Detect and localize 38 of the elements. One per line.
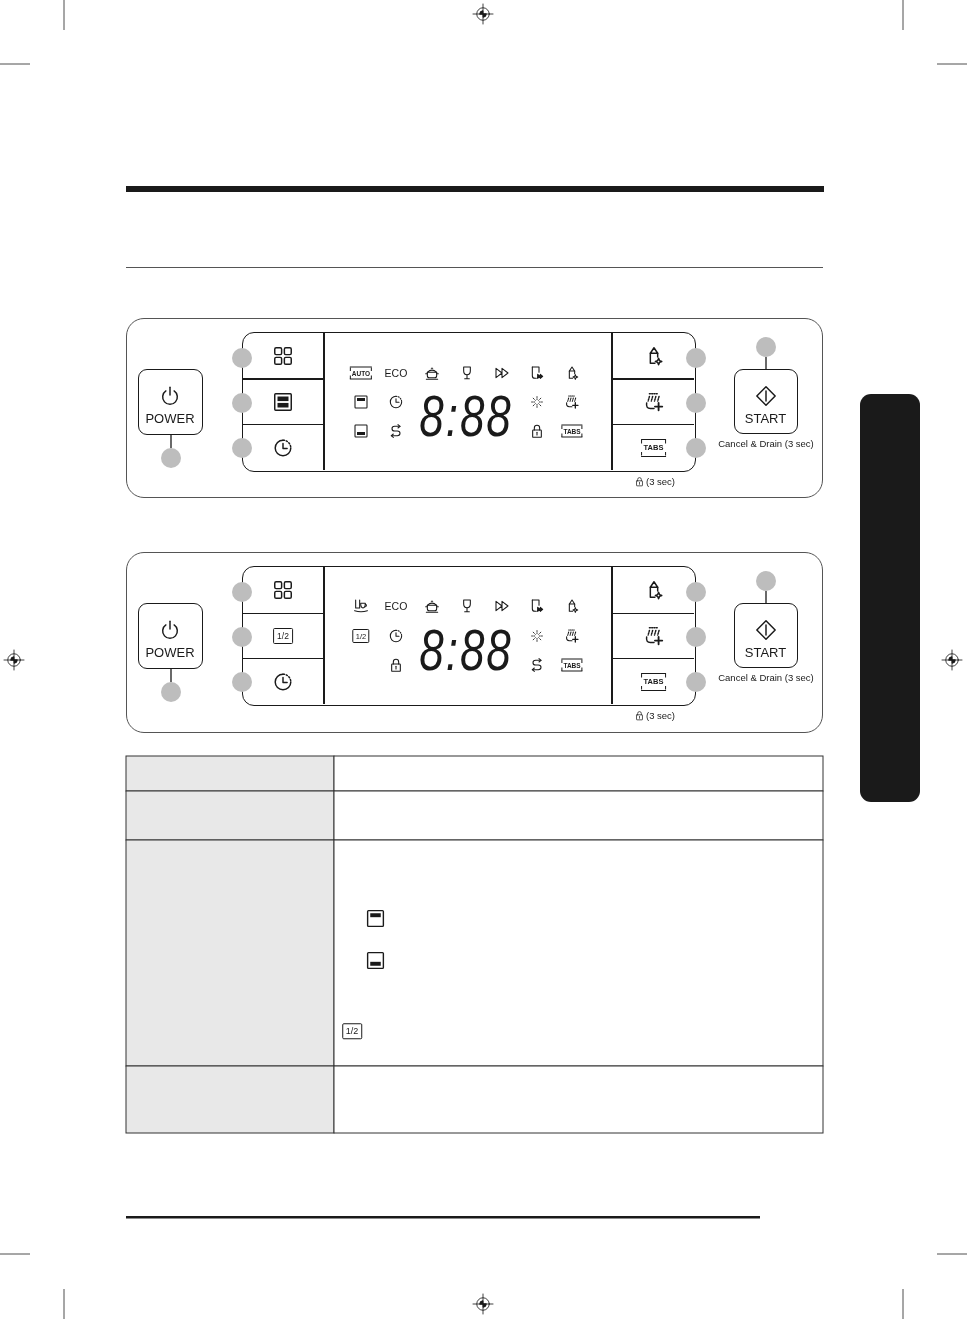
callout-dot bbox=[756, 337, 776, 357]
hold-time-note: (3 sec) bbox=[646, 477, 676, 487]
hold-time-note: (3 sec) bbox=[646, 711, 676, 721]
callout-dot bbox=[686, 438, 706, 458]
time-readout: 8:88 bbox=[419, 627, 513, 673]
callout-dot bbox=[232, 582, 252, 602]
callout-dot bbox=[686, 627, 706, 647]
callout-dot bbox=[686, 348, 706, 368]
callout-dot bbox=[232, 393, 252, 413]
callout-dot bbox=[232, 438, 252, 458]
start-button: START bbox=[734, 603, 798, 668]
time-readout: 8:88 bbox=[419, 393, 513, 439]
callout-dot bbox=[686, 582, 706, 602]
button-caption: Cancel & Drain (3 sec) bbox=[718, 673, 814, 683]
callout-dot bbox=[161, 448, 181, 468]
section-tab bbox=[860, 394, 920, 802]
callout-dot bbox=[161, 682, 181, 702]
eco-label: ECO bbox=[384, 600, 408, 612]
callout-dot bbox=[232, 672, 252, 692]
leader-line bbox=[170, 434, 172, 449]
callout-dot bbox=[232, 348, 252, 368]
callout-dot bbox=[686, 672, 706, 692]
leader-line bbox=[765, 356, 767, 370]
leader-line bbox=[765, 590, 767, 604]
control-panel bbox=[126, 552, 823, 733]
control-panel bbox=[126, 318, 823, 498]
power-button: POWER bbox=[138, 603, 203, 669]
half-load-symbol: 1/2 bbox=[342, 1023, 362, 1039]
display-panel bbox=[323, 333, 613, 470]
power-button: POWER bbox=[138, 369, 203, 435]
callout-dot bbox=[686, 393, 706, 413]
button-caption: Cancel & Drain (3 sec) bbox=[718, 439, 814, 449]
callout-dot bbox=[756, 571, 776, 591]
eco-label: ECO bbox=[384, 367, 408, 379]
display-panel bbox=[323, 567, 613, 704]
start-button: START bbox=[734, 369, 798, 434]
leader-line bbox=[170, 668, 172, 683]
callout-dot bbox=[232, 627, 252, 647]
